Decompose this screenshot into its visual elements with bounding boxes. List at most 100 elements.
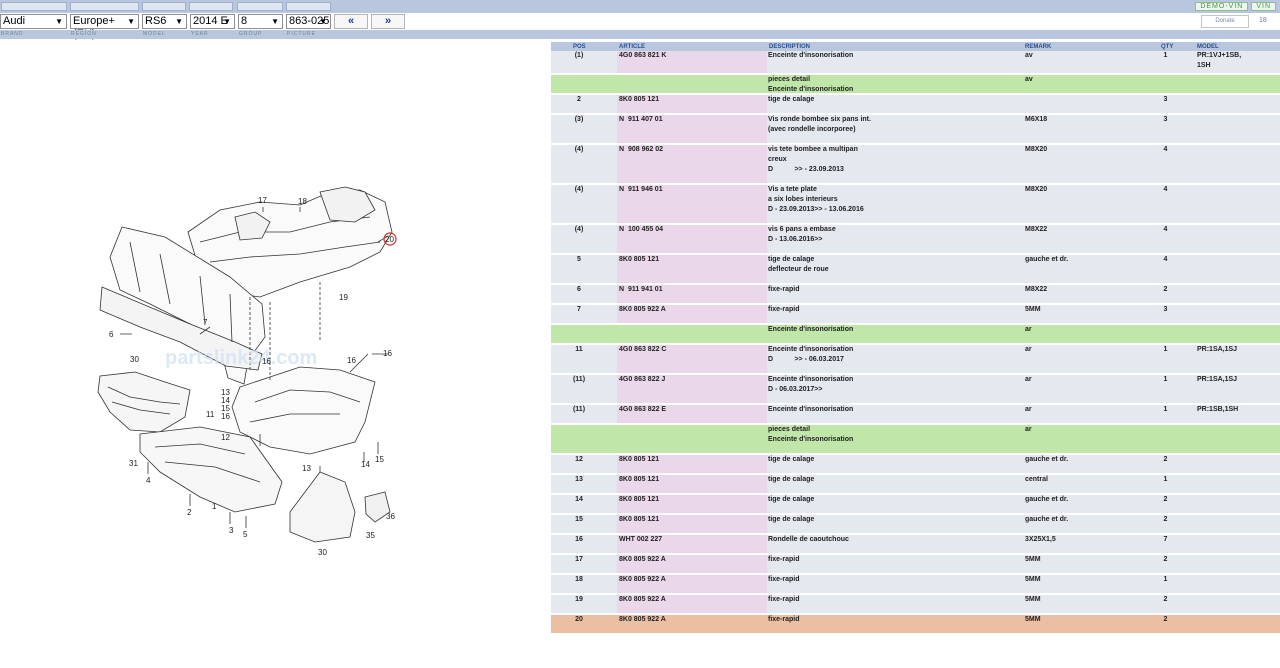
callout-2[interactable]: 2 [187,508,192,517]
picture-select[interactable]: 863-025 ▼ [286,14,331,29]
callout-14-left[interactable]: 14 [221,396,230,405]
cell-article[interactable]: 8K0 805 922 A [617,595,767,613]
model-select[interactable]: RS6 ▼ [142,14,187,29]
callout-12[interactable]: 12 [221,433,230,442]
cell-article[interactable]: 8K0 805 922 A [617,555,767,573]
callout-13-left[interactable]: 13 [221,388,230,397]
callout-6[interactable]: 6 [109,330,114,339]
cell-article[interactable]: 4G0 863 821 K [617,51,767,73]
cell-article[interactable]: WHT 002 227 [617,535,767,553]
callout-18[interactable]: 18 [298,197,307,206]
cell-article[interactable]: N 911 407 01 [617,115,767,143]
header-qty[interactable]: QTY [1161,44,1174,50]
header-model[interactable]: MODEL [1197,44,1219,50]
cell-article[interactable]: 8K0 805 922 A [617,575,767,593]
cell-article[interactable]: 8K0 805 922 A [617,305,767,323]
cell-article[interactable] [617,75,767,93]
header-remark[interactable]: REMARK [1025,44,1052,50]
callout-5[interactable]: 5 [243,530,248,539]
callout-7[interactable]: 7 [203,318,208,327]
header-pos[interactable]: POS [573,44,586,50]
cell-article[interactable]: N 911 941 01 [617,285,767,303]
callout-14-right[interactable]: 14 [361,460,370,469]
callout-36[interactable]: 36 [386,512,395,521]
vin-button[interactable]: VIN [1251,2,1276,11]
cell-article[interactable]: 8K0 805 121 [617,255,767,283]
cell-article[interactable]: N 100 455 04 [617,225,767,253]
cell-article[interactable]: N 908 962 02 [617,145,767,183]
cell-article[interactable]: 8K0 805 121 [617,515,767,533]
callout-15-left[interactable]: 15 [221,404,230,413]
callout-20[interactable]: 20 [385,235,394,244]
parts-diagram[interactable]: partslink24.com 17 18 20 19 7 6 30 16 16… [0,42,548,663]
year-select[interactable]: 2014 E ▼ [190,14,235,29]
callout-11[interactable]: 11 [206,410,215,419]
callout-35[interactable]: 35 [366,531,375,540]
demo-vin-button[interactable]: DEMO-VIN [1195,2,1249,11]
prev-picture-button[interactable]: « [334,14,368,29]
cell-article[interactable]: 8K0 805 922 A [619,616,666,623]
callout-highlight-circle[interactable] [383,232,397,246]
header-article[interactable]: ARTICLE [619,44,645,50]
toolbar-tab[interactable] [237,2,283,11]
donate-button[interactable]: Donate [1201,15,1249,28]
brand-select[interactable]: Audi ▼ [0,14,67,29]
toolbar-tab[interactable] [286,2,331,11]
callout-17[interactable]: 17 [258,196,267,205]
cell-article[interactable]: 4G0 863 822 J [617,375,767,403]
toolbar-tab[interactable] [70,2,139,11]
toolbar-tab[interactable] [1,2,67,11]
callout-16-b[interactable]: 16 [347,356,356,365]
group-select[interactable]: 8 ▼ [238,14,283,29]
cell-article[interactable]: 8K0 805 121 [617,95,767,113]
callout-16-a[interactable]: 16 [262,357,271,366]
cell-article[interactable]: 8K0 805 121 [617,455,767,473]
region-select[interactable]: Europe+ (EU) ▼ [70,14,139,40]
header-description[interactable]: DESCRIPTION [769,44,811,50]
callout-30-top[interactable]: 30 [130,355,139,364]
cell-article[interactable] [617,425,767,453]
callout-31[interactable]: 31 [129,459,138,468]
next-picture-button[interactable]: » [371,14,405,29]
callout-1[interactable]: 1 [212,502,217,511]
toolbar-tab[interactable] [189,2,233,11]
callout-3[interactable]: 3 [229,526,234,535]
cell-article[interactable]: 4G0 863 822 C [617,345,767,373]
cell-article[interactable] [617,325,767,343]
cell-article[interactable]: 8K0 805 121 [617,475,767,493]
callout-16-c[interactable]: 16 [383,349,392,358]
callout-30-bottom[interactable]: 30 [318,548,327,557]
toolbar-tab[interactable] [142,2,186,11]
callout-13-right[interactable]: 13 [302,464,311,473]
callout-19[interactable]: 19 [339,293,348,302]
cell-article[interactable]: 4G0 863 822 E [617,405,767,423]
cell-article[interactable]: 8K0 805 121 [617,495,767,513]
callout-4[interactable]: 4 [146,476,151,485]
cell-article[interactable]: N 911 946 01 [617,185,767,223]
callout-15-right[interactable]: 15 [375,455,384,464]
callout-16-left[interactable]: 16 [221,412,230,421]
